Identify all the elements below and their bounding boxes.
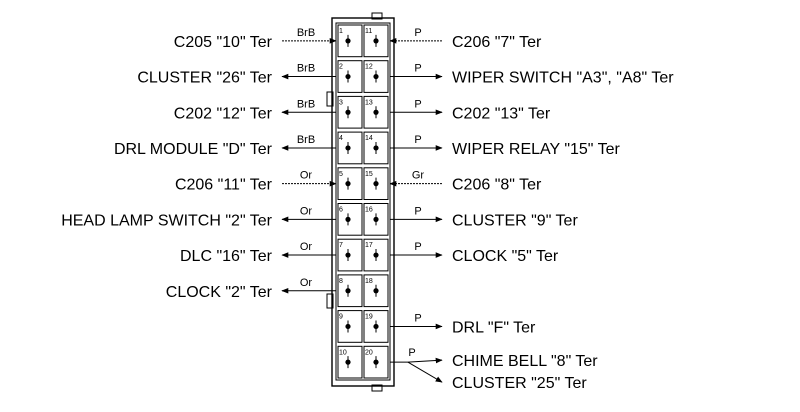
wire-color-pin-12: P xyxy=(414,63,421,75)
wire-color-pin-16: P xyxy=(414,205,421,217)
pin-cell-14 xyxy=(363,131,389,165)
wire-branch-destination-1: CHIME BELL "8" Ter xyxy=(452,353,598,370)
pin-number-17: 17 xyxy=(365,242,373,249)
pin-cell-9 xyxy=(337,310,363,343)
pin-cell-2 xyxy=(337,60,363,93)
pin-cell-18 xyxy=(363,274,389,308)
pin-cell-1 xyxy=(337,24,363,58)
connector-inner-outline xyxy=(335,22,391,381)
wire-color-pin-11: P xyxy=(414,27,421,39)
pin-cell-7 xyxy=(337,238,363,272)
pin-number-4: 4 xyxy=(339,135,343,142)
wire-color-pin-8: Or xyxy=(300,277,313,289)
connector-body xyxy=(326,12,395,392)
wire-destination-pin-19: DRL "F" Ter xyxy=(452,319,536,336)
pin-number-15: 15 xyxy=(365,171,373,178)
pin-number-13: 13 xyxy=(365,99,373,106)
connector-key-lower xyxy=(326,293,334,309)
pin-cell-10 xyxy=(337,345,363,379)
connector-outline xyxy=(331,17,395,387)
pin-cell-4 xyxy=(337,131,363,165)
pin-cell-8 xyxy=(337,274,363,308)
pin-cell-19 xyxy=(363,310,389,343)
connector-key-upper xyxy=(326,91,334,107)
wire-destination-pin-2: CLUSTER "26" Ter xyxy=(137,70,272,87)
wire-color-pin-6: Or xyxy=(300,205,313,217)
pin-number-5: 5 xyxy=(339,171,343,178)
wire-destination-pin-4: DRL MODULE "D" Ter xyxy=(114,141,273,158)
wire-branch-line-2 xyxy=(407,361,443,383)
pin-number-19: 19 xyxy=(365,314,373,321)
wire-destination-pin-5: C206 "11" Ter xyxy=(175,177,273,194)
pin-number-7: 7 xyxy=(339,242,343,249)
wire-color-pin-20: P xyxy=(408,347,415,359)
connector-latch-top xyxy=(371,12,383,20)
pin-number-8: 8 xyxy=(339,278,343,285)
pin-cell-15 xyxy=(363,167,389,201)
pin-number-20: 20 xyxy=(365,349,373,356)
pin-number-16: 16 xyxy=(365,207,373,214)
wire-color-pin-15: Gr xyxy=(412,170,425,182)
wire-destination-pin-17: CLOCK "5" Ter xyxy=(452,248,559,265)
wire-destination-pin-12: WIPER SWITCH "A3", "A8" Ter xyxy=(452,70,674,87)
wire-color-pin-4: BrB xyxy=(297,134,315,146)
pin-cell-16 xyxy=(363,203,389,236)
pin-cell-20 xyxy=(363,345,389,379)
pin-cell-13 xyxy=(363,95,389,129)
pin-number-11: 11 xyxy=(365,28,372,35)
wire-color-pin-2: BrB xyxy=(297,63,315,75)
wire-destination-pin-6: HEAD LAMP SWITCH "2" Ter xyxy=(61,212,272,229)
pin-number-14: 14 xyxy=(365,135,373,142)
wire-destination-pin-7: DLC "16" Ter xyxy=(180,248,273,265)
wire-destination-pin-3: C202 "12" Ter xyxy=(174,105,273,122)
pin-number-3: 3 xyxy=(339,99,343,106)
wire-color-pin-14: P xyxy=(414,134,421,146)
wire-color-pin-5: Or xyxy=(300,170,313,182)
pin-number-6: 6 xyxy=(339,207,343,214)
wire-color-pin-19: P xyxy=(414,312,421,324)
pin-cell-3 xyxy=(337,95,363,129)
pin-cell-5 xyxy=(337,167,363,201)
pin-number-18: 18 xyxy=(365,278,373,285)
wire-destination-pin-8: CLOCK "2" Ter xyxy=(166,284,273,301)
wire-destination-pin-16: CLUSTER "9" Ter xyxy=(452,212,578,229)
wire-color-pin-13: P xyxy=(414,98,421,110)
wire-branch-line-1 xyxy=(407,357,443,364)
pin-number-1: 1 xyxy=(339,28,343,35)
pin-cell-6 xyxy=(337,203,363,236)
wire-color-pin-3: BrB xyxy=(297,98,315,110)
wire-color-pin-1: BrB xyxy=(297,27,315,39)
wire-destination-pin-13: C202 "13" Ter xyxy=(452,105,551,122)
connector-latch-bottom xyxy=(371,384,383,392)
pin-cell-11 xyxy=(363,24,389,58)
pin-number-12: 12 xyxy=(365,64,373,71)
wire-color-pin-17: P xyxy=(414,241,421,253)
pin-number-10: 10 xyxy=(339,349,347,356)
pin-number-9: 9 xyxy=(339,314,343,321)
wire-destination-pin-14: WIPER RELAY "15" Ter xyxy=(452,141,621,158)
pin-cell-12 xyxy=(363,60,389,93)
wire-destination-pin-1: C205 "10" Ter xyxy=(174,34,273,51)
wire-destination-pin-11: C206 "7" Ter xyxy=(452,34,542,51)
pin-cell-17 xyxy=(363,238,389,272)
wire-destination-pin-15: C206 "8" Ter xyxy=(452,177,542,194)
pin-number-2: 2 xyxy=(339,64,343,71)
wire-branch-destination-2: CLUSTER "25" Ter xyxy=(452,375,587,392)
wire-color-pin-7: Or xyxy=(300,241,313,253)
